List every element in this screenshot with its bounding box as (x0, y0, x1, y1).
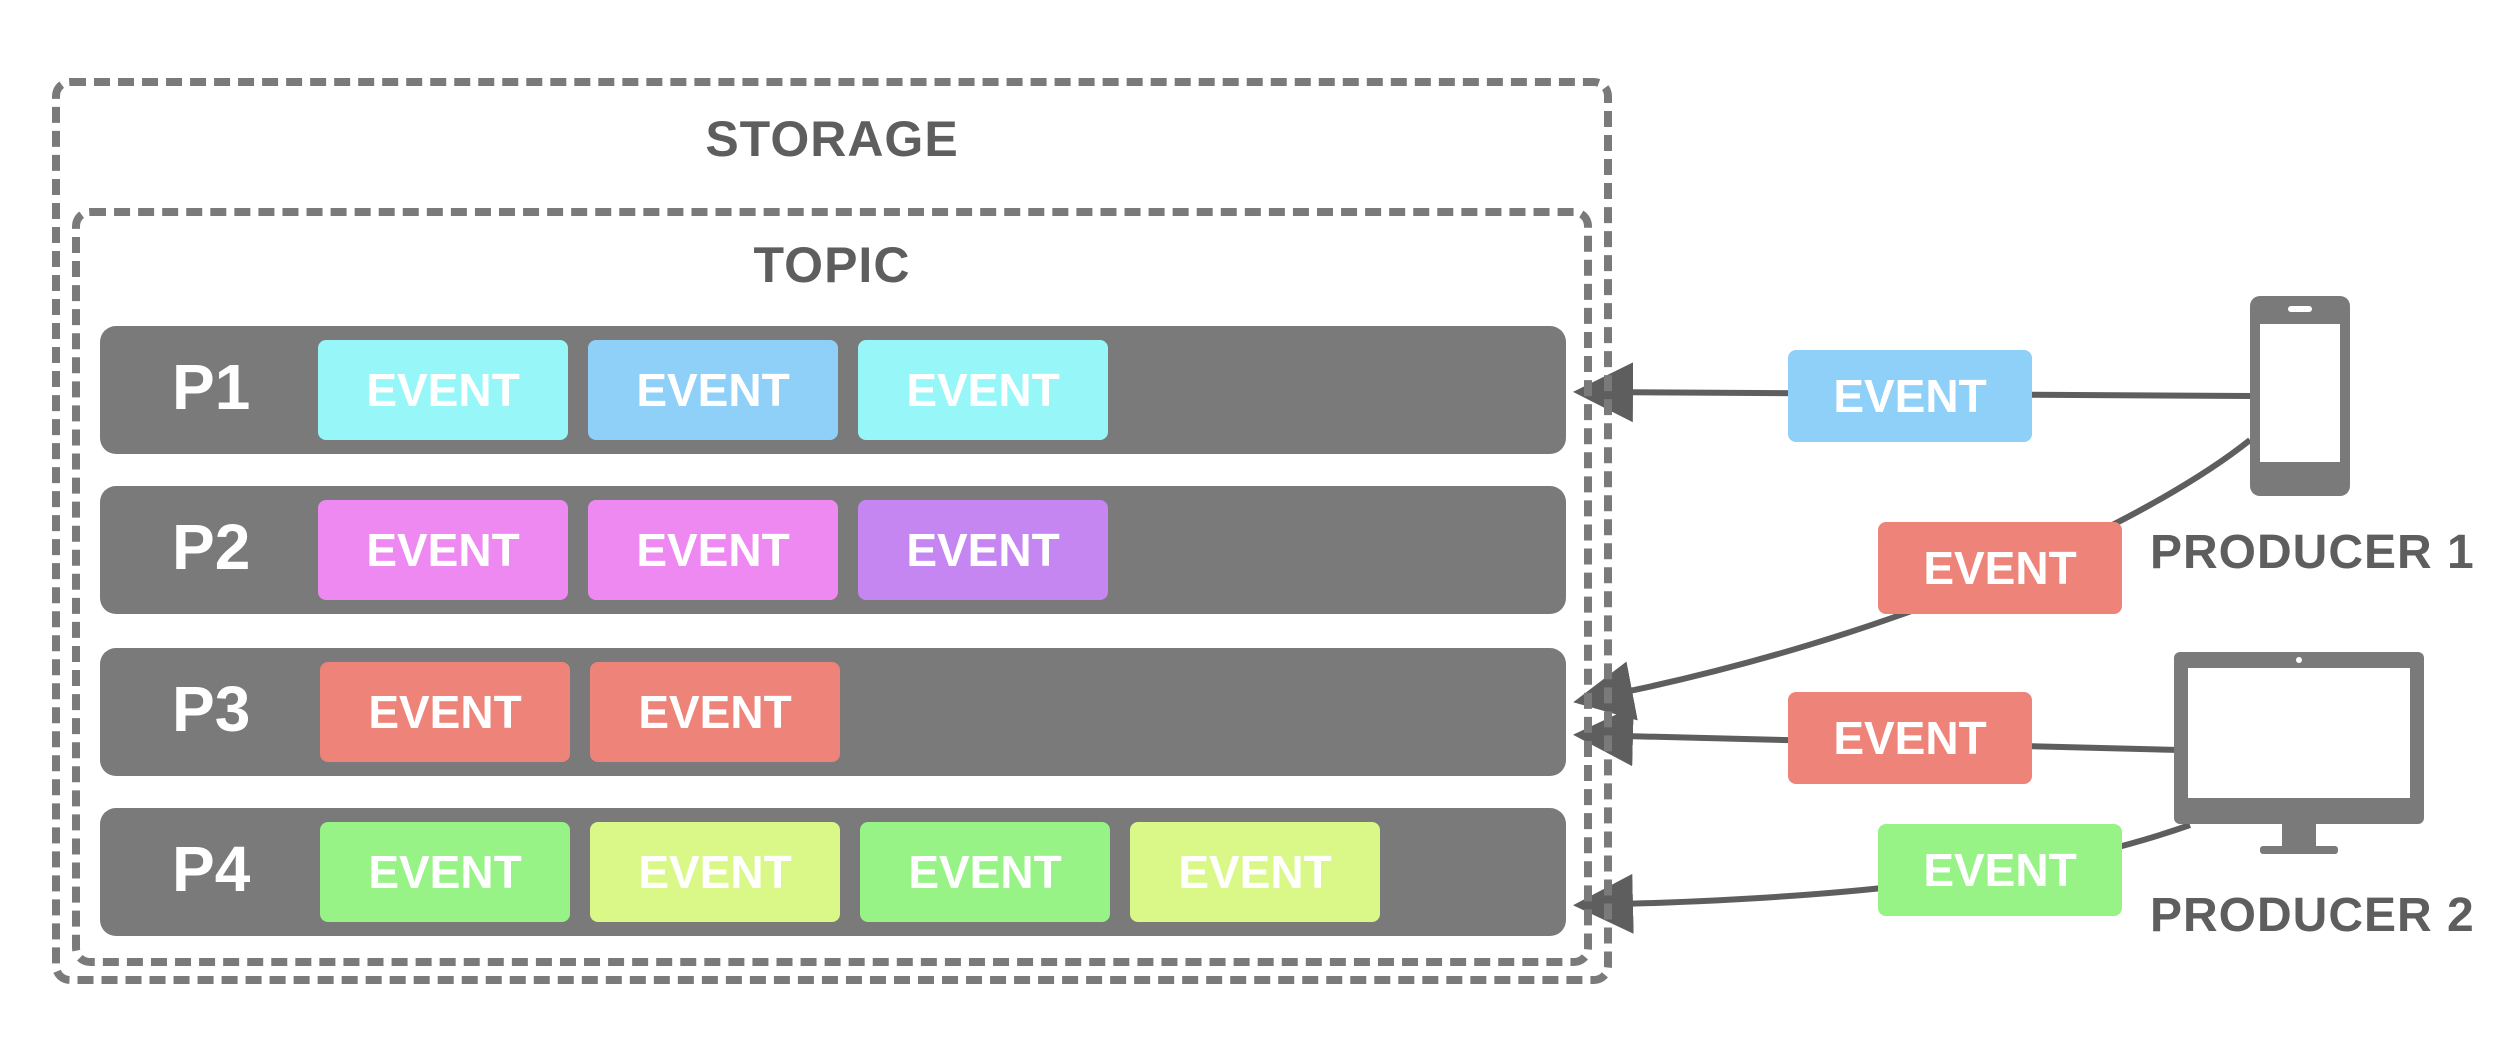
partition-p3: P3 EVENT EVENT (100, 648, 1566, 776)
smartphone-icon (2250, 296, 2350, 496)
in-flight-event: EVENT (1788, 350, 2032, 442)
event-block: EVENT (318, 500, 568, 600)
event-block: EVENT (858, 500, 1108, 600)
partition-label: P1 (172, 351, 251, 423)
topic-title: TOPIC (753, 237, 911, 293)
event-block: EVENT (320, 822, 570, 922)
event-block: EVENT (860, 822, 1110, 922)
in-flight-event: EVENT (1788, 692, 2032, 784)
event-block: EVENT (1130, 822, 1380, 922)
partition-label: P3 (172, 673, 251, 745)
partition-p1: P1 EVENT EVENT EVENT (100, 326, 1566, 454)
event-block: EVENT (318, 340, 568, 440)
storage-title: STORAGE (705, 111, 959, 167)
event-block: EVENT (320, 662, 570, 762)
partition-label: P4 (172, 833, 251, 905)
in-flight-event: EVENT (1878, 522, 2122, 614)
event-block: EVENT (590, 662, 840, 762)
event-block: EVENT (588, 340, 838, 440)
monitor-icon (2174, 652, 2424, 854)
storage-box: STORAGE (52, 78, 1612, 984)
event-block: EVENT (590, 822, 840, 922)
topic-box: TOPIC (72, 208, 1592, 966)
producer-1-label: PRODUCER 1 (2150, 526, 2475, 579)
producer-2-label: PRODUCER 2 (2150, 889, 2475, 942)
partition-p2: P2 EVENT EVENT EVENT (100, 486, 1566, 614)
event-block: EVENT (858, 340, 1108, 440)
in-flight-event: EVENT (1878, 824, 2122, 916)
partition-label: P2 (172, 511, 251, 583)
partition-p4: P4 EVENT EVENT EVENT EVENT (100, 808, 1566, 936)
event-block: EVENT (588, 500, 838, 600)
